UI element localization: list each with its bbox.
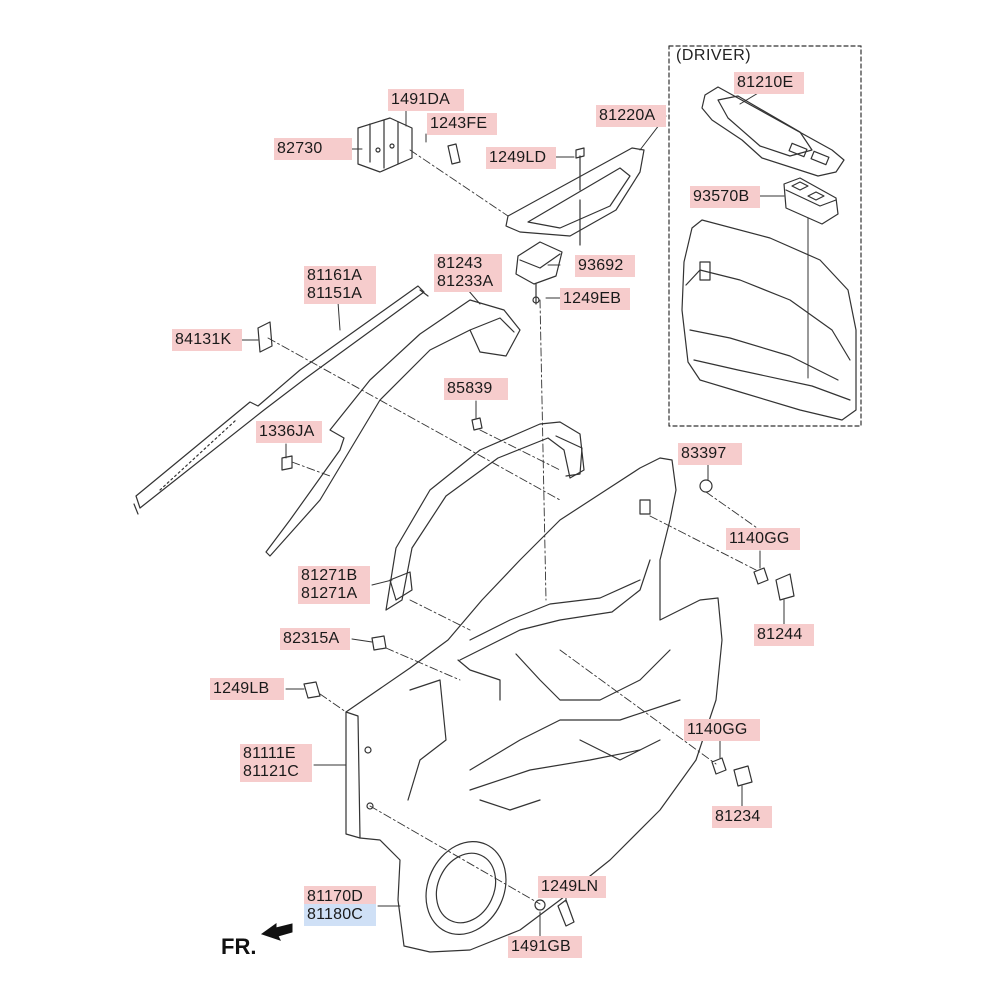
part-label-81180C[interactable]: 81180C (304, 904, 376, 926)
part-label-81161A-81151A[interactable]: 81161A 81151A (304, 266, 376, 304)
driver-door-inset (681, 219, 857, 421)
driver-inset-title: (DRIVER) (676, 47, 752, 64)
part-label-1491GB[interactable]: 1491GB (508, 936, 582, 958)
part-label-1249LN[interactable]: 1249LN (538, 876, 606, 898)
part-label-1140GG-lower[interactable]: 1140GG (684, 719, 760, 741)
part-label-93692[interactable]: 93692 (575, 255, 635, 277)
part-label-1140GG-upper[interactable]: 1140GG (726, 528, 800, 550)
trim-cap (733, 765, 753, 787)
driver-window-switch (783, 177, 839, 225)
part-label-1249LB[interactable]: 1249LB (210, 678, 284, 700)
hinge-bracket (357, 117, 413, 173)
upper-trim-garnish (265, 299, 521, 557)
door-trim-panel (345, 457, 723, 953)
part-label-81111E-81121C[interactable]: 81111E 81121C (240, 744, 312, 782)
part-label-1249LD[interactable]: 1249LD (486, 147, 556, 169)
front-direction-arrow (260, 923, 293, 941)
speaker-grille (425, 841, 507, 935)
part-label-81220A[interactable]: 81220A (596, 105, 666, 127)
driver-switch-bezel (701, 86, 845, 177)
part-label-81234[interactable]: 81234 (712, 806, 772, 828)
trim-cap (775, 573, 795, 601)
part-label-1249EB[interactable]: 1249EB (560, 288, 630, 310)
part-label-81244[interactable]: 81244 (754, 624, 814, 646)
part-label-1243FE[interactable]: 1243FE (427, 113, 497, 135)
part-label-81210E[interactable]: 81210E (734, 72, 804, 94)
window-switch (515, 241, 563, 285)
clip (257, 321, 273, 353)
part-label-81170D[interactable]: 81170D (304, 886, 376, 908)
part-label-82315A[interactable]: 82315A (280, 628, 350, 650)
part-label-93570B[interactable]: 93570B (690, 186, 760, 208)
part-label-83397[interactable]: 83397 (678, 443, 742, 465)
part-label-1336JA[interactable]: 1336JA (256, 421, 322, 443)
driver-inset-frame (668, 45, 862, 427)
front-direction-label: FR. (221, 934, 257, 959)
part-label-1491DA[interactable]: 1491DA (388, 89, 464, 111)
part-label-81271B-81271A[interactable]: 81271B 81271A (298, 566, 370, 604)
part-label-85839[interactable]: 85839 (444, 378, 508, 400)
switch-panel (505, 147, 645, 237)
part-label-82730[interactable]: 82730 (274, 138, 352, 160)
pull-handle-frame (385, 421, 585, 611)
part-label-81243-81233A[interactable]: 81243 81233A (434, 254, 502, 292)
weatherstrip (135, 285, 425, 509)
part-label-84131K[interactable]: 84131K (172, 329, 242, 351)
clip (281, 455, 293, 471)
